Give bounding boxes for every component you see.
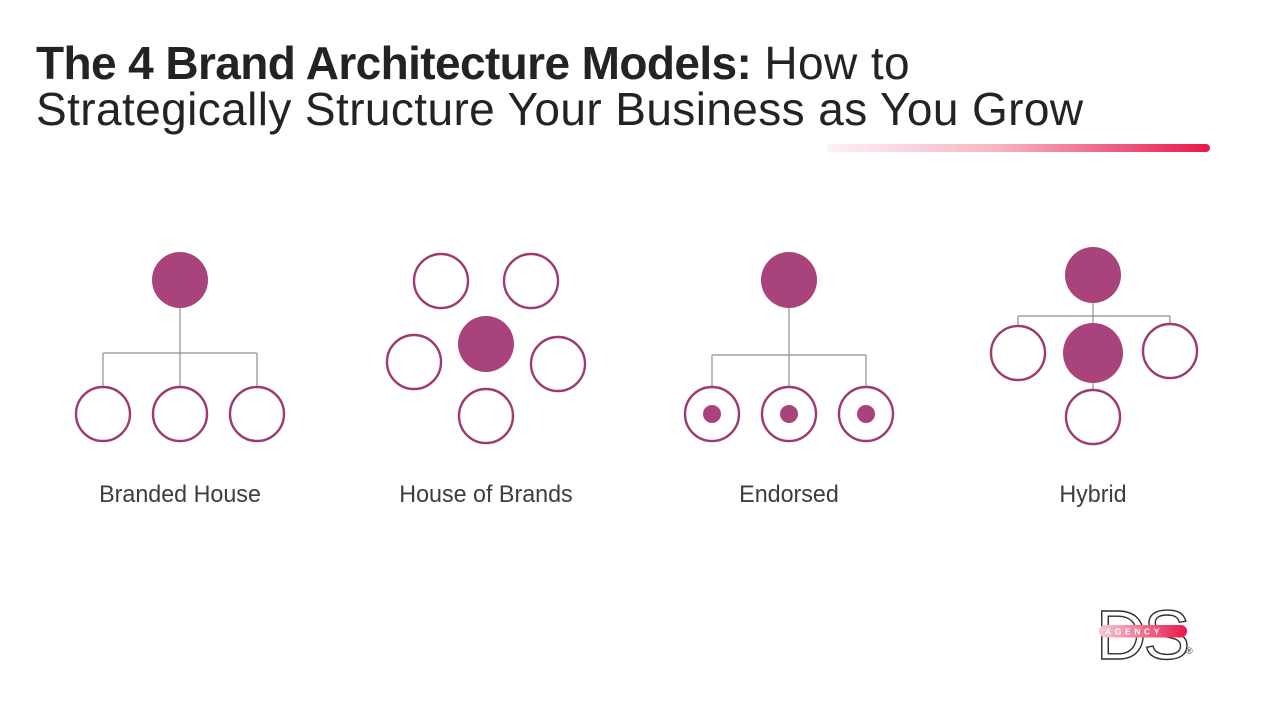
model-label: Endorsed	[739, 481, 839, 508]
brand-node-outline	[502, 252, 560, 310]
endorser-dot	[780, 405, 798, 423]
brand-node-endorsed	[837, 385, 895, 443]
brand-node-endorsed	[683, 385, 741, 443]
title-line2: Strategically Structure Your Business as…	[36, 83, 1084, 135]
slide-title: The 4 Brand Architecture Models: How to …	[36, 40, 1084, 132]
brand-node-outline	[151, 385, 209, 443]
ds-agency-logo: DS AGENCY ®	[1096, 597, 1193, 669]
hybrid-diagram	[989, 247, 1199, 446]
title-line1: The 4 Brand Architecture Models: How to	[36, 40, 1084, 86]
model-branded-house: Branded House	[70, 228, 290, 508]
model-endorsed: Endorsed	[679, 228, 899, 508]
model-house-of-brands: House of Brands	[376, 228, 596, 508]
brand-node-outline	[1141, 322, 1199, 380]
brand-node-outline	[529, 335, 587, 393]
endorsed-diagram	[683, 252, 895, 443]
brand-node-filled	[458, 316, 514, 372]
brand-node-endorsed	[760, 385, 818, 443]
registered-trademark-icon: ®	[1186, 646, 1193, 656]
logo-agency-text: AGENCY	[1105, 627, 1163, 637]
title-accent-underline	[826, 144, 1210, 152]
brand-node-outline	[1064, 388, 1122, 446]
brand-node-outline	[412, 252, 470, 310]
model-label: Branded House	[99, 481, 261, 508]
brand-node-filled	[1065, 247, 1121, 303]
branded-house-diagram	[74, 252, 286, 443]
endorser-dot	[857, 405, 875, 423]
brand-node-outline	[385, 333, 443, 391]
brand-node-outline	[989, 324, 1047, 382]
brand-node-filled	[761, 252, 817, 308]
model-label: House of Brands	[399, 481, 573, 508]
brand-node-outline	[457, 387, 515, 445]
title-rest-line1: How to	[764, 37, 910, 89]
brand-node-filled	[1063, 323, 1123, 383]
model-label: Hybrid	[1059, 481, 1127, 508]
brand-node-outline	[228, 385, 286, 443]
logo-agency-bar	[1099, 625, 1187, 638]
house-of-brands-diagram	[385, 252, 587, 445]
model-hybrid: Hybrid	[983, 228, 1203, 508]
endorser-dot	[703, 405, 721, 423]
title-bold-part: The 4 Brand Architecture Models:	[36, 37, 752, 89]
brand-node-outline	[74, 385, 132, 443]
brand-node-filled	[152, 252, 208, 308]
